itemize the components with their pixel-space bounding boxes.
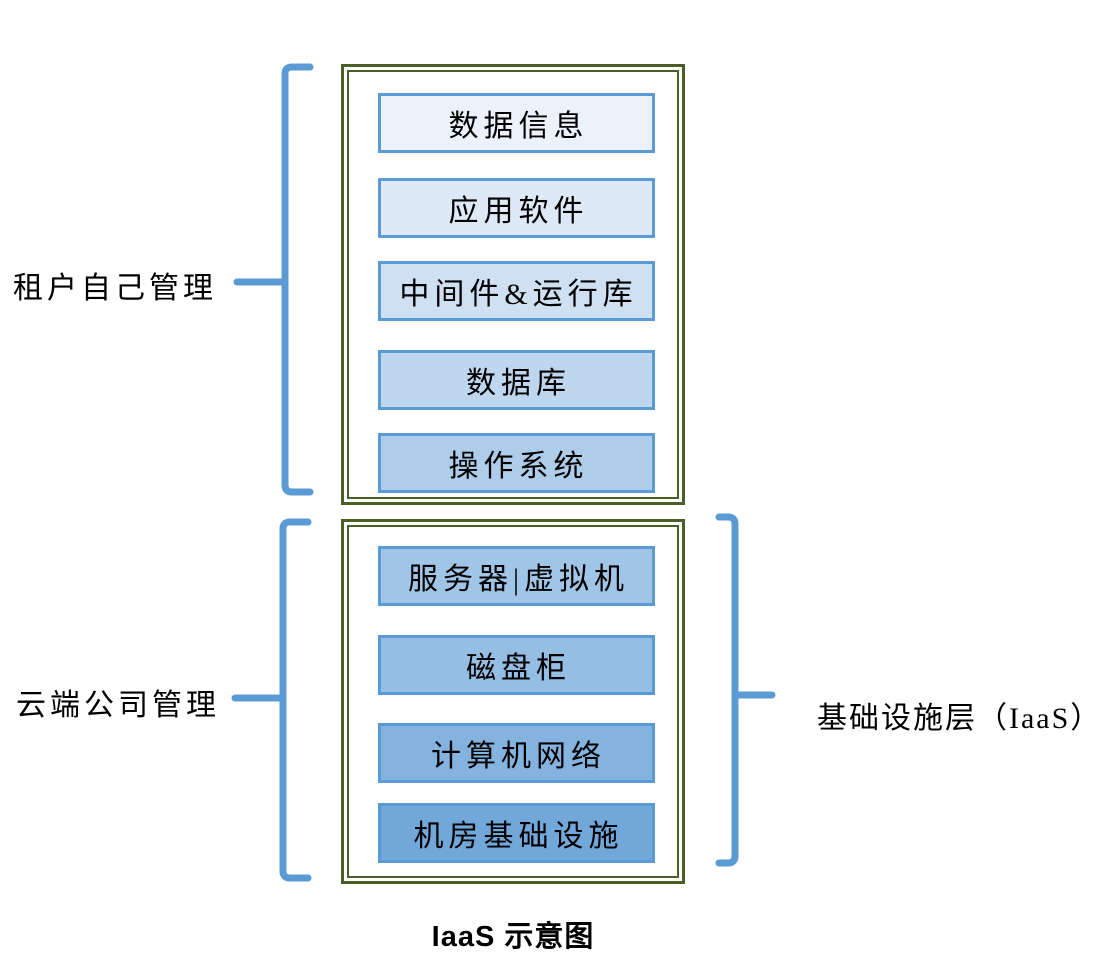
layer-box-label: 磁盘柜 <box>466 652 571 685</box>
iaas-layer-label: 基础设施层（IaaS） <box>817 702 1103 735</box>
layer-box-server-vm: 服务器|虚拟机 <box>378 546 655 606</box>
layer-box-label: 应用软件 <box>448 195 589 228</box>
layer-box-middleware-runtime: 中间件&运行库 <box>378 261 655 321</box>
layer-box-app-software: 应用软件 <box>378 178 655 238</box>
layer-box-label: 机房基础设施 <box>413 820 624 853</box>
tenant-managed-group-inner-border <box>347 70 679 499</box>
layer-box-label: 中间件&运行库 <box>399 278 638 311</box>
tenant-managed-label: 租户自己管理 <box>13 272 217 305</box>
layer-box-database: 数据库 <box>378 350 655 410</box>
layer-box-label: 数据库 <box>466 367 571 400</box>
layer-box-label: 操作系统 <box>448 450 589 483</box>
layer-box-computer-network: 计算机网络 <box>378 723 655 783</box>
layer-box-label: 服务器|虚拟机 <box>407 563 629 596</box>
cloud-group-bracket <box>231 518 312 882</box>
cloud-managed-group-inner-border <box>347 525 679 878</box>
tenant-managed-group: 数据信息 应用软件 中间件&运行库 数据库 操作系统 <box>341 64 685 505</box>
layer-box-label: 计算机网络 <box>431 740 606 773</box>
layer-box-operating-system: 操作系统 <box>378 433 655 493</box>
diagram-caption: IaaS 示意图 <box>431 921 595 953</box>
layer-box-label: 数据信息 <box>448 110 589 143</box>
layer-box-datacenter-infrastructure: 机房基础设施 <box>378 803 655 863</box>
tenant-group-bracket <box>233 63 314 496</box>
cloud-managed-group: 服务器|虚拟机 磁盘柜 计算机网络 机房基础设施 <box>341 519 685 884</box>
iaas-layer-bracket <box>715 513 776 867</box>
layer-box-disk-array: 磁盘柜 <box>378 635 655 695</box>
layer-box-data-info: 数据信息 <box>378 93 655 153</box>
cloud-managed-label: 云端公司管理 <box>16 689 220 722</box>
